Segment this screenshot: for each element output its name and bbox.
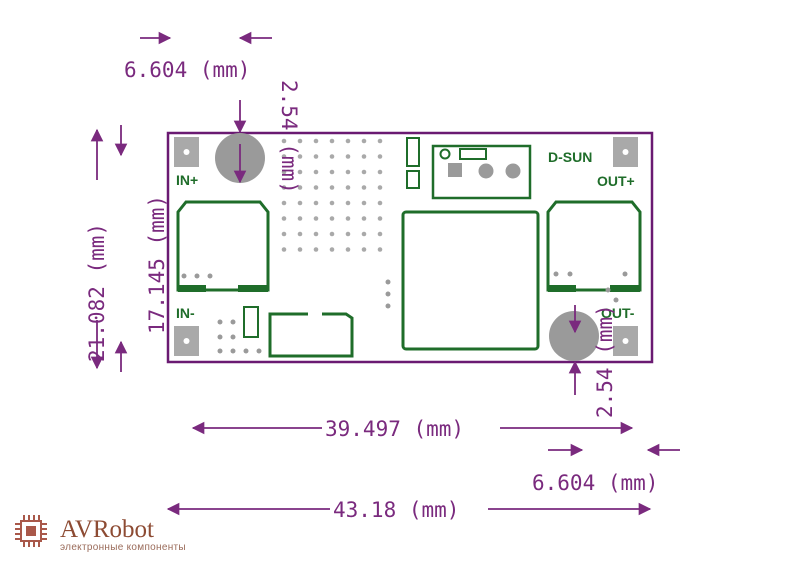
via-dot [361,216,367,221]
capacitor-small-top [406,170,420,189]
via-dot [377,216,383,221]
label-out-minus: OUT- [601,305,635,321]
misc-dots [217,279,391,354]
via-grid [281,138,383,252]
via-dot [377,169,383,175]
via-dot [329,200,335,206]
via-dot [329,231,335,237]
pad-in-minus [174,326,199,356]
label-in-plus: IN+ [176,172,198,188]
via-dot [361,138,367,144]
watermark-title: AVRobot [60,516,154,543]
via-dot [361,154,367,159]
via-dot [361,169,367,175]
chip-icon [15,515,47,547]
via-dot [329,216,335,221]
via-dot [345,154,351,159]
via-dot [345,200,351,206]
via-dot [281,154,287,159]
via-dot [329,154,335,159]
via-dot [345,231,351,237]
label-brand: D-SUN [548,149,592,165]
via-dot [313,247,319,252]
via-dot [281,138,287,144]
via-dot [297,138,303,144]
via-dot [297,169,303,175]
dimension-lines [90,31,680,516]
dim-inner-length: 39.497 (mm) [325,417,464,441]
via-dot [313,200,319,206]
via-dot [313,169,319,175]
via-dot [361,231,367,237]
via-dot [297,154,303,159]
dim-hole-span: 17.145 (mm) [145,195,169,334]
dim-hole-diameter-bottom: 2.54 (mm) [593,304,617,418]
via-dot [281,231,287,237]
via-dot [329,247,335,252]
via-dot [313,216,319,221]
dim-total-length: 43.18 (mm) [333,498,459,522]
via-dot [281,185,287,190]
via-dot [329,138,335,144]
input-capacitor [176,200,270,292]
pcb-board: IN+ IN- D-SUN OUT+ OUT- [166,131,654,364]
via-dot [297,185,303,190]
inductor [401,210,540,351]
via-dot [313,138,319,144]
potentiometer [431,144,532,200]
via-dot [377,138,383,144]
resistor-top [406,137,420,167]
output-capacitor [546,200,642,292]
via-dot [329,169,335,175]
label-out-plus: OUT+ [597,173,635,189]
dim-total-height: 21.082 (mm) [85,223,109,362]
dim-hole-diameter-top: 2.54 (mm) [277,80,301,194]
via-dot [281,247,287,252]
diode [268,312,354,358]
via-dot [281,169,287,175]
watermark-subtitle: электронные компоненты [60,542,186,553]
mounting-hole-bottom [549,311,599,361]
via-dot [377,231,383,237]
via-dot [297,231,303,237]
via-dot [377,200,383,206]
via-dot [329,185,335,190]
via-dot [361,247,367,252]
via-dot [345,216,351,221]
capacitor-dots [181,271,628,303]
via-dot [377,185,383,190]
via-dot [297,216,303,221]
via-dot [345,138,351,144]
watermark: AVRobot электронные компоненты [15,515,186,553]
via-dot [377,247,383,252]
via-dot [345,169,351,175]
via-dot [281,216,287,221]
via-dot [345,247,351,252]
via-dot [313,185,319,190]
via-dot [297,200,303,206]
via-dot [313,154,319,159]
via-dot [345,185,351,190]
via-dot [313,231,319,237]
dim-bottom-width-right: 6.604 (mm) [532,471,658,495]
via-dot [361,200,367,206]
pad-out-minus [613,326,638,356]
pad-in-plus [174,137,199,167]
via-dot [361,185,367,190]
dim-top-width: 6.604 (mm) [124,58,250,82]
via-dot [281,200,287,206]
via-dot [377,154,383,159]
label-in-minus: IN- [176,305,195,321]
via-dot [297,247,303,252]
resistor-bottom [243,306,259,338]
pad-out-plus [613,137,638,167]
